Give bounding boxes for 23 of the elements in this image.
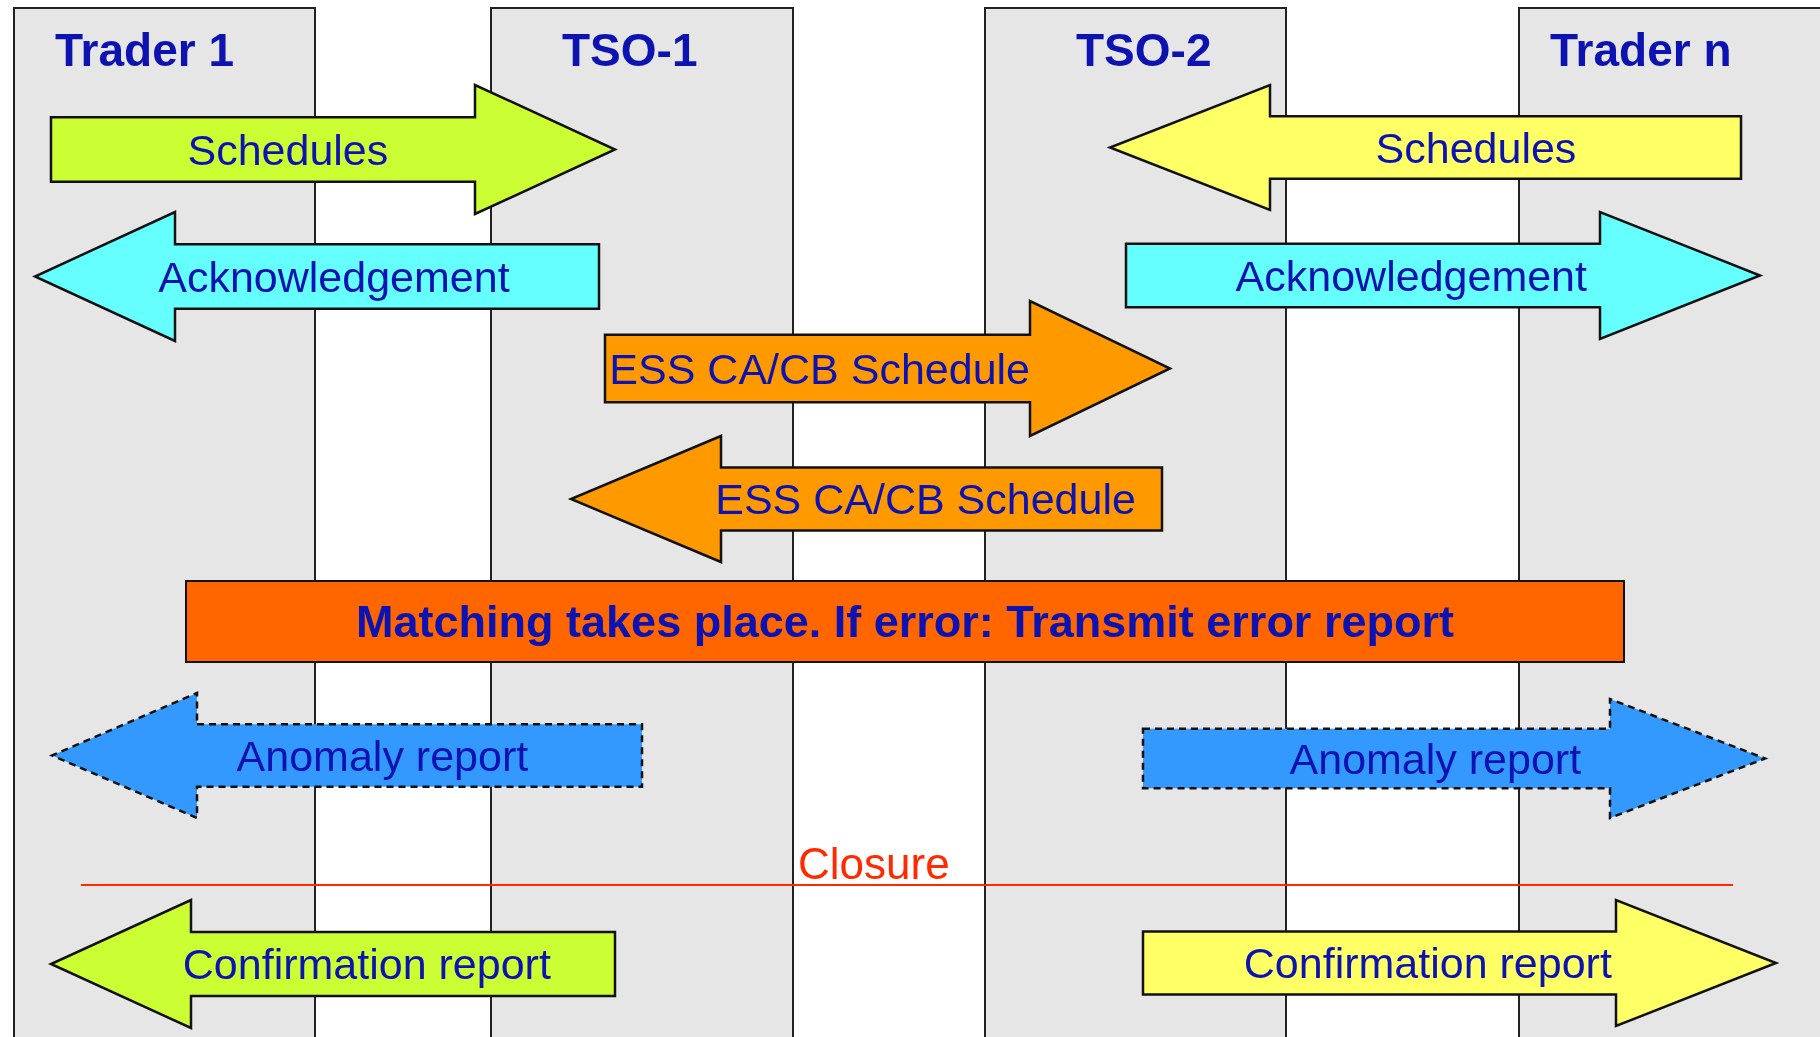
lane-heading: TSO-2 xyxy=(1076,23,1212,77)
edge-label: ESS CA/CB Schedule xyxy=(715,477,1136,521)
edge-label: Schedules xyxy=(1375,126,1577,169)
block-arrow xyxy=(1106,83,1743,212)
block-arrow xyxy=(1141,898,1780,1028)
banner-bar xyxy=(185,580,1625,663)
block-arrow xyxy=(32,210,601,343)
lane-heading: Trader 1 xyxy=(55,23,234,77)
edge-label: Confirmation report xyxy=(182,942,551,986)
block-arrow xyxy=(1124,210,1764,341)
lane-heading: Trader n xyxy=(1550,23,1732,77)
block-arrow xyxy=(603,299,1173,438)
edge-label: Confirmation report xyxy=(1243,941,1612,985)
block-arrow xyxy=(48,691,644,820)
block-arrow xyxy=(1141,697,1769,820)
block-arrow xyxy=(48,898,617,1030)
closure-label: Closure xyxy=(798,842,950,886)
block-arrow xyxy=(567,434,1164,564)
block-arrow xyxy=(49,83,618,216)
lane-heading: TSO-1 xyxy=(562,23,698,77)
edge-label: ESS CA/CB Schedule xyxy=(609,347,1030,390)
banner-text: Matching takes place. If error: Transmit error report xyxy=(356,595,1454,648)
edge-label: Schedules xyxy=(187,128,389,171)
